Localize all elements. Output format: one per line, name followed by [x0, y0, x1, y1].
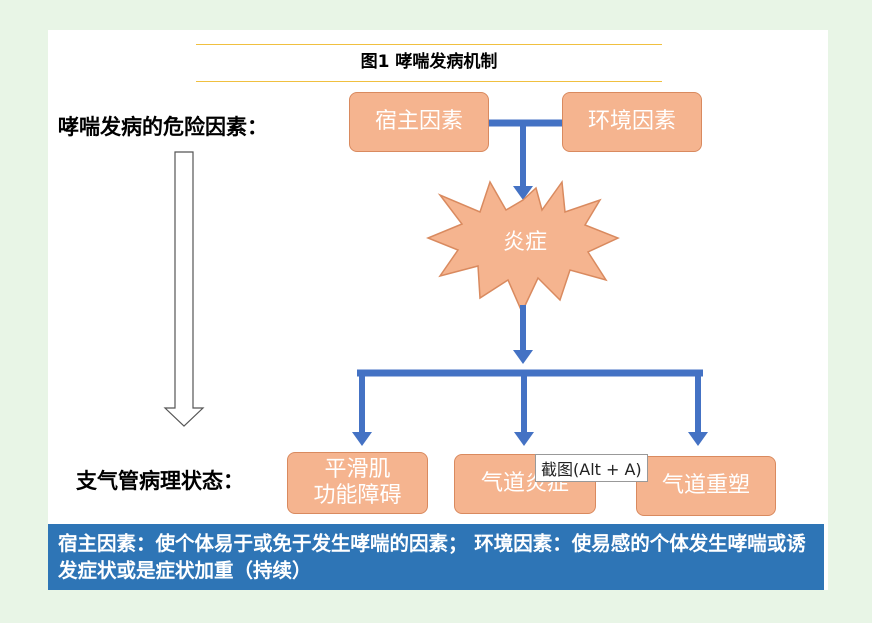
branch-arrowhead-center [514, 432, 534, 446]
inflammation-burst [426, 179, 620, 314]
pathology-state-label: 支气管病理状态： [76, 469, 244, 493]
host-factors-box: 宿主因素 [349, 92, 489, 152]
definition-note: 宿主因素：使个体易于或免于发生哮喘的因素； 环境因素：使易感的个体发生哮喘或诱发… [48, 524, 824, 590]
smooth-muscle-line2: 功能障碍 [313, 483, 402, 508]
inflammation-to-branch-arrowhead [513, 350, 533, 364]
screenshot-tooltip: 截图(Alt + A) [535, 454, 648, 482]
environment-factors-box: 环境因素 [562, 92, 702, 152]
branch-arrowhead-right [688, 432, 708, 446]
branch-arrowhead-left [352, 432, 372, 446]
smooth-muscle-line1: 平滑肌 [324, 457, 391, 482]
factor-to-inflammation-arrowhead [513, 186, 533, 200]
inflammation-label: 炎症 [502, 230, 547, 255]
figure-title: 图1 哮喘发病机制 [360, 52, 498, 72]
smooth-muscle-box: 平滑肌 功能障碍 [287, 452, 428, 514]
title-rule-top [196, 44, 662, 45]
airway-remodeling-box: 气道重塑 [636, 456, 776, 516]
risk-factors-label: 哮喘发病的危险因素： [58, 115, 268, 139]
title-rule-bottom [196, 81, 662, 82]
process-arrow [163, 151, 205, 427]
